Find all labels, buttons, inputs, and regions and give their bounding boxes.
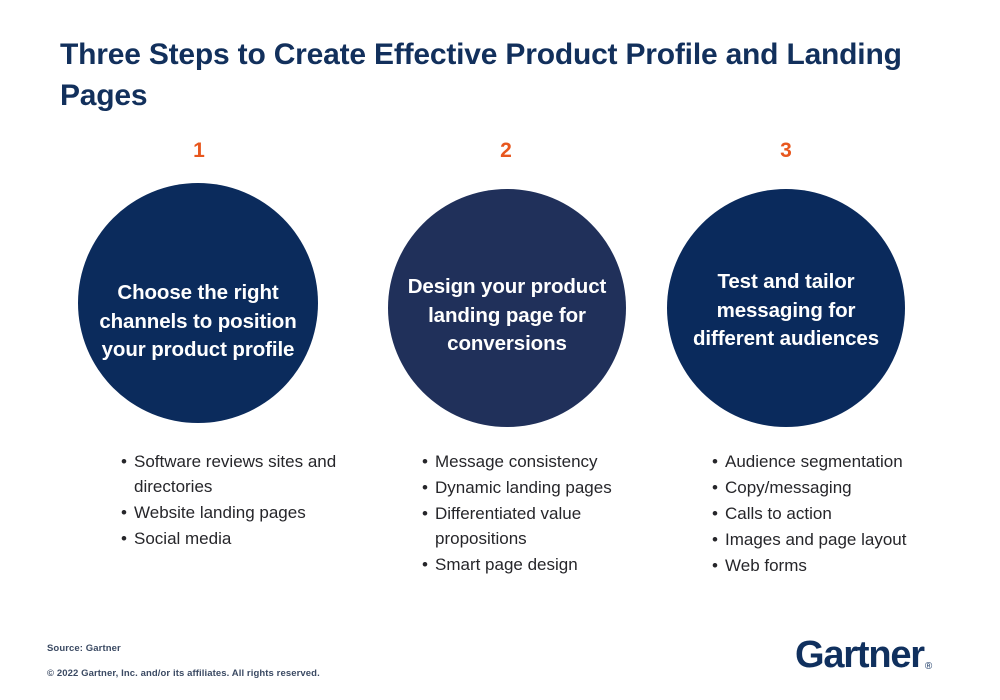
step-number-3: 3 [780,139,792,162]
list-item: Web forms [712,554,972,579]
step-circle-1: Choose the right channels to position yo… [78,183,318,423]
step-circle-label-1: Choose the right channels to position yo… [99,280,297,362]
step-number-1: 1 [193,139,205,162]
list-item: Software reviews sites and directories [121,450,373,500]
gartner-logo-text: Gartner [795,634,925,676]
list-item: Copy/messaging [712,476,972,501]
page-title: Three Steps to Create Effective Product … [60,38,902,113]
step-circle-label-3: Test and tailor messaging for different … [692,269,880,351]
step-bullet-list-2: Message consistency Dynamic landing page… [422,450,672,579]
list-item: Message consistency [422,450,672,475]
list-item: Calls to action [712,502,972,527]
list-item: Audience segmentation [712,450,972,475]
step-column-3: 3 Test and tailor messaging for differen… [636,0,936,700]
step-circle-label-2: Design your product landing page for con… [407,274,607,356]
step-circle-2: Design your product landing page for con… [388,189,626,427]
step-bullet-list-3: Audience segmentation Copy/messaging Cal… [712,450,972,580]
registered-trademark-icon: ® [924,661,933,672]
step-column-2: 2 Design your product landing page for c… [356,0,656,700]
step-column-1: 1 Choose the right channels to position … [49,0,349,700]
list-item: Smart page design [422,553,672,578]
step-bullet-list-1: Software reviews sites and directories W… [121,450,373,553]
step-circle-3: Test and tailor messaging for different … [667,189,905,427]
list-item: Dynamic landing pages [422,476,672,501]
list-item: Differentiated value propositions [422,502,672,552]
list-item: Social media [121,527,373,552]
list-item: Website landing pages [121,501,373,526]
copyright-label: © 2022 Gartner, Inc. and/or its affiliat… [47,668,320,679]
source-label: Source: Gartner [47,643,121,654]
gartner-logo: Gartner ® [795,636,932,674]
step-number-2: 2 [500,139,512,162]
list-item: Images and page layout [712,528,972,553]
